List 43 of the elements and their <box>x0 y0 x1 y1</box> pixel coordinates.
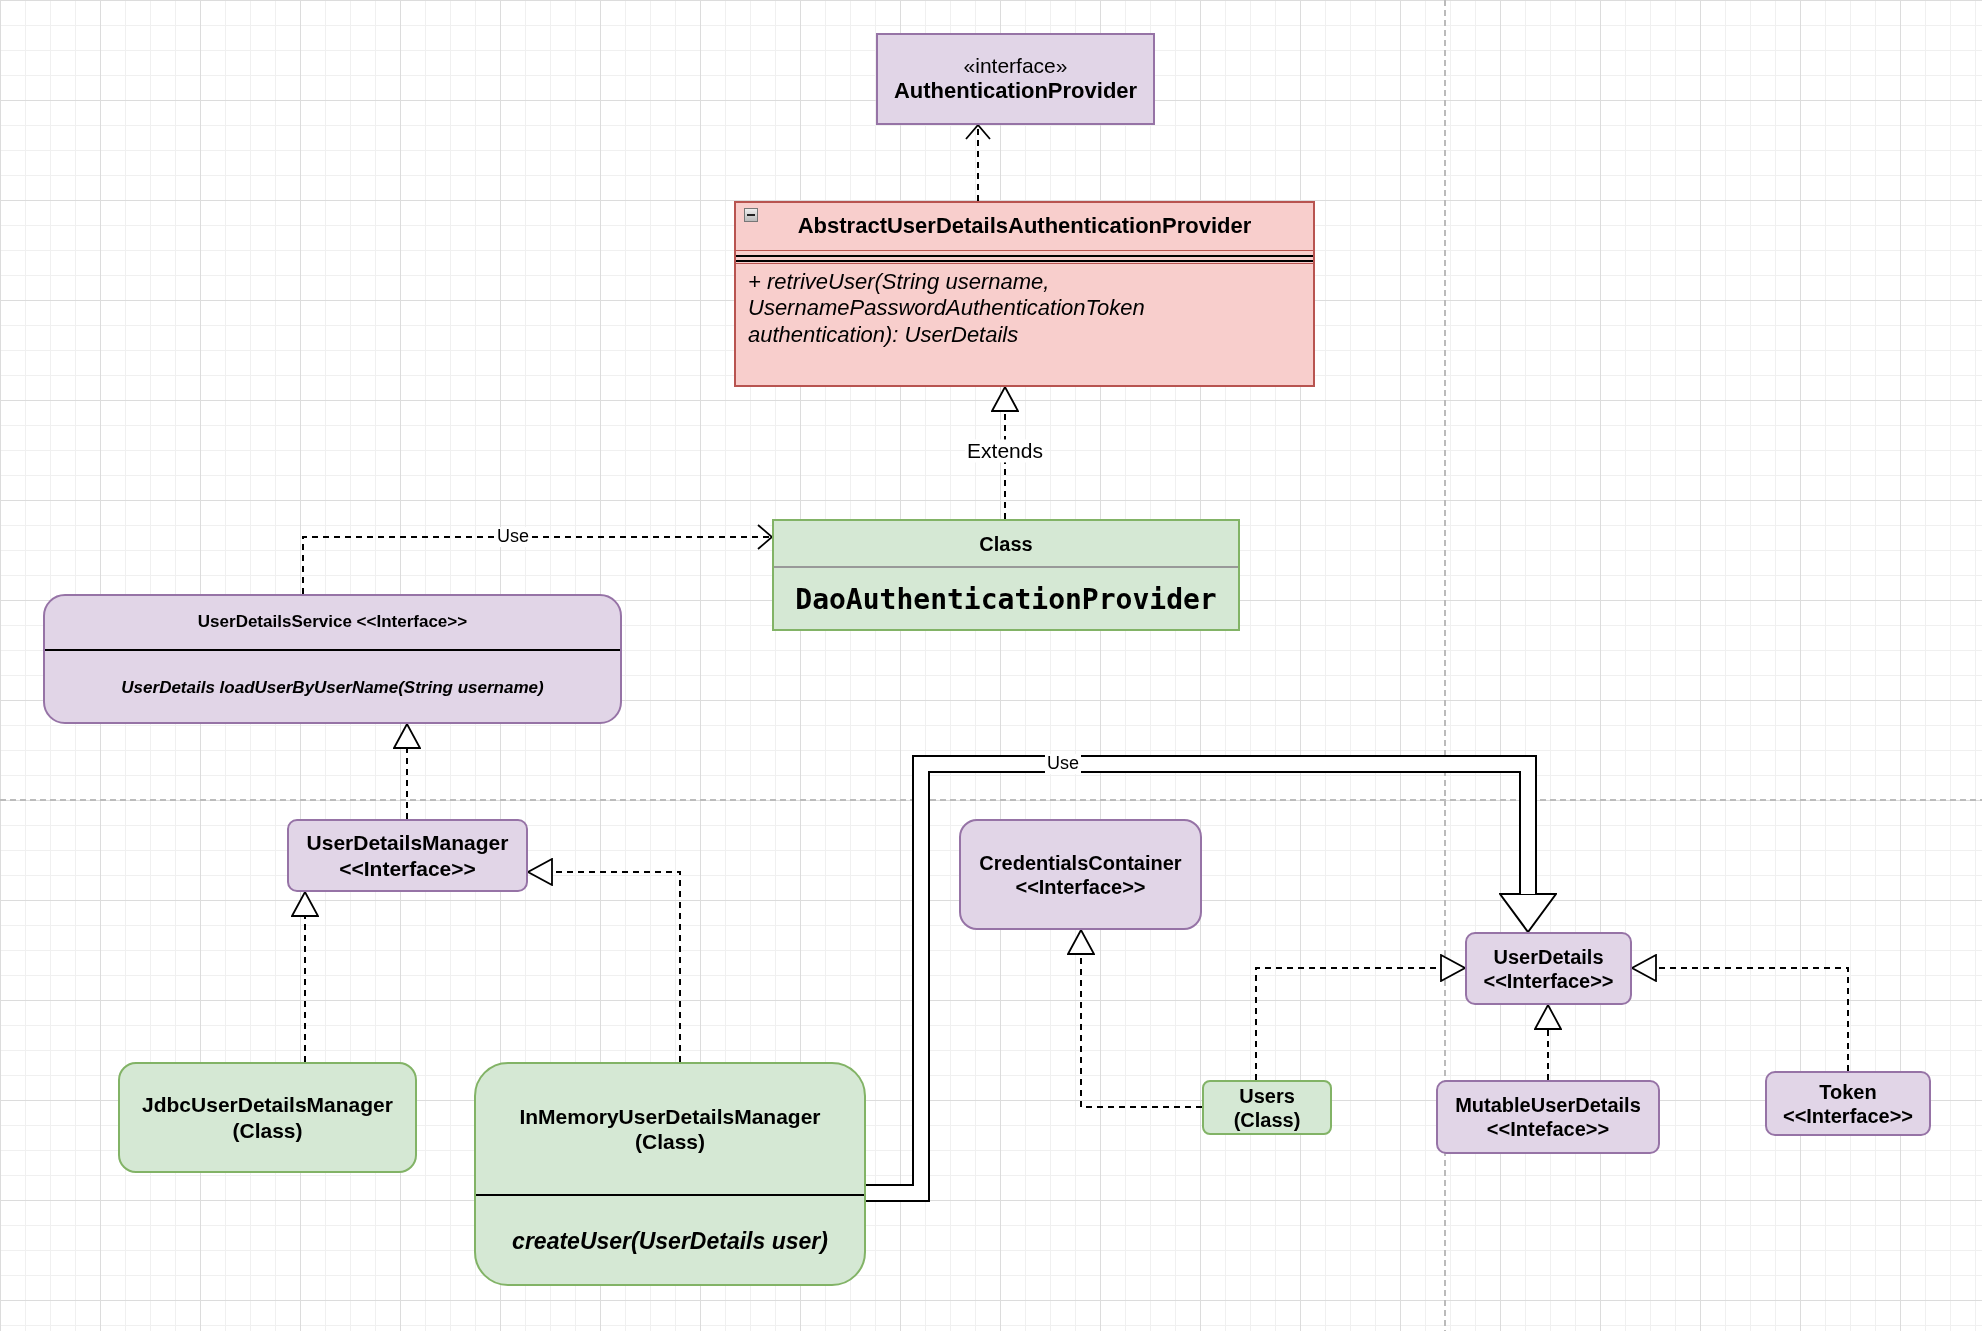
dashed-arrow <box>1255 954 1466 1081</box>
interface-box <box>1465 932 1632 1005</box>
class-box <box>1202 1080 1332 1135</box>
dashed-arrow <box>393 723 421 820</box>
class-name: JdbcUserDetailsManager (Class) <box>141 1092 394 1143</box>
class-name: InMemoryUserDetailsManager (Class) <box>518 1103 822 1155</box>
stereotype-label: Class <box>979 531 1033 556</box>
interface-name: Token <<Interface>> <box>1781 1079 1915 1128</box>
method-signature: + retriveUser(String username, UsernamePasswordAuthenticationToken authentication): UserDetails <box>748 269 1146 349</box>
edge-label: Use <box>1045 754 1081 774</box>
interface-box <box>876 33 1155 125</box>
interface-box <box>287 819 528 892</box>
class-box <box>734 201 1315 387</box>
stereotype-label: «interface» <box>963 53 1068 79</box>
method-signature: createUser(UserDetails user) <box>512 1227 828 1256</box>
interface-name: UserDetailsManager <<Interface>> <box>305 830 510 881</box>
interface-name: AuthenticationProvider <box>893 78 1138 105</box>
dashed-arrow <box>527 858 681 1063</box>
interface-name: UserDetailsService <<Interface>> <box>197 612 468 633</box>
edge-label: Use <box>495 527 531 547</box>
dashed-arrow <box>302 524 773 595</box>
dashed-arrow <box>1631 954 1849 1072</box>
class-box <box>118 1062 417 1173</box>
interface-box <box>959 819 1202 930</box>
edge-label: Extends <box>965 439 1045 463</box>
dashed-arrow <box>1067 929 1203 1108</box>
interface-name: MutableUserDetails <<Inteface>> <box>1454 1093 1642 1141</box>
class-box <box>474 1062 866 1286</box>
dashed-arrow <box>1534 1004 1562 1081</box>
double-line-arrow <box>866 755 1557 1202</box>
class-name: DaoAuthenticationProvider <box>795 583 1217 617</box>
interface-box <box>1436 1080 1660 1154</box>
dashed-arrow <box>291 891 319 1063</box>
interface-name: UserDetails <<Interface>> <box>1482 944 1615 993</box>
method-signature: UserDetails loadUserByUserName(String username) <box>121 678 544 699</box>
class-name: Users (Class) <box>1232 1083 1302 1132</box>
class-name: AbstractUserDetailsAuthenticationProvider <box>797 213 1252 240</box>
interface-box <box>43 594 622 724</box>
dashed-arrow <box>991 386 1019 520</box>
class-box <box>772 519 1240 631</box>
interface-name: CredentialsContainer <<Interface>> <box>978 850 1183 899</box>
interface-box <box>1765 1071 1931 1136</box>
dashed-arrow <box>965 124 991 202</box>
